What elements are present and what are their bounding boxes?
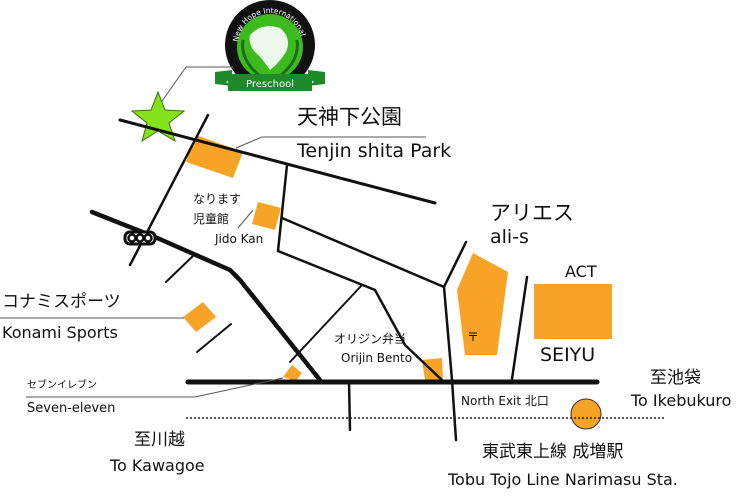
jido-kan-jp-line1: なります <box>193 192 242 206</box>
konami-jp-label: コナミスポーツ <box>2 292 121 312</box>
alis-en-label: ali-s <box>490 226 529 248</box>
kawagoe-en-label: To Kawagoe <box>110 456 205 475</box>
post-office-icon: 〒 <box>467 330 480 344</box>
logo-ribbon-text: Preschool <box>246 79 294 90</box>
kawagoe-jp-label: 至川越 <box>134 430 185 450</box>
tenjin-park-en-label: Tenjin shita Park <box>297 140 452 162</box>
ikebukuro-en-label: To Ikebukuro <box>631 391 732 410</box>
station-en-label: Tobu Tojo Line Narimasu Sta. <box>448 470 678 489</box>
konami-en-label: Konami Sports <box>2 323 118 342</box>
seiyu-label: SEIYU <box>540 344 596 366</box>
ikebukuro-jp-label: 至池袋 <box>650 368 701 388</box>
jido-kan-jp-line2: 児童館 <box>193 212 230 226</box>
tenjin-park-jp-label: 天神下公園 <box>297 105 402 129</box>
seven-eleven-jp-label: セブンイレブン <box>27 380 97 391</box>
station-jp-label: 東武東上線 成増駅 <box>482 442 624 462</box>
north-exit-label: North Exit 北口 <box>461 394 549 408</box>
school-logo: Preschool New Hope International <box>215 0 325 91</box>
seven-eleven-en-label: Seven-eleven <box>27 401 116 416</box>
alis-jp-label: アリエス <box>490 201 574 225</box>
act-label: ACT <box>565 262 597 281</box>
origin-bento-jp-label: オリジン弁当 <box>334 332 407 346</box>
jido-kan-en-label: Jido Kan <box>215 232 264 246</box>
origin-bento-en-label: Orijin Bento <box>341 351 413 365</box>
